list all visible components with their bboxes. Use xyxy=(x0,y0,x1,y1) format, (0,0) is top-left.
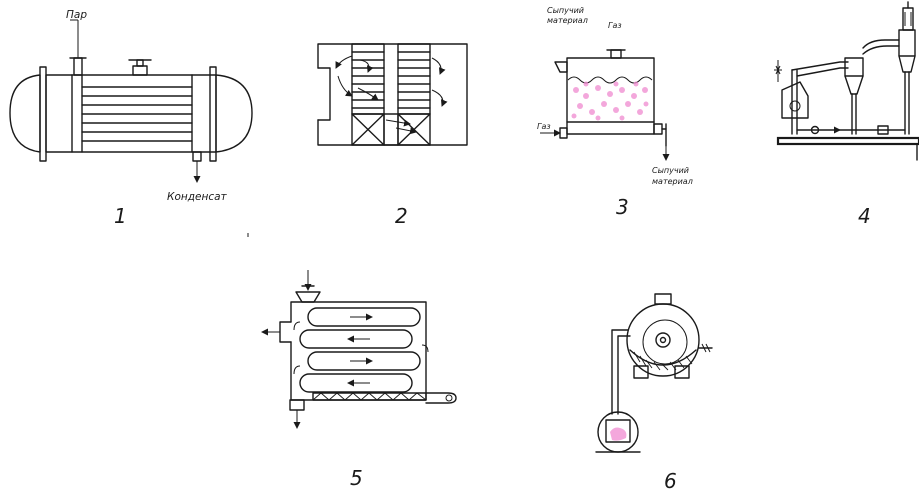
heater-truss xyxy=(312,392,457,404)
dryer-shelf-stack-right xyxy=(397,43,431,115)
heater-nozzles xyxy=(69,57,202,162)
belt-direction-arrows xyxy=(347,313,373,387)
exhaust-stack xyxy=(862,1,916,135)
figure-2-chamber-dryer: 2 xyxy=(317,43,468,228)
figure-4-pneumatic-dryer: 4 xyxy=(774,1,919,228)
return-duct xyxy=(611,329,631,415)
cyclone-separator xyxy=(844,57,864,135)
figure-3-fluidized-bed-dryer: Сыпучий материал Газ Газ Сыпучий материа… xyxy=(537,6,693,219)
figure-1-steam-heater: Пар Конденсат 1 xyxy=(9,9,253,228)
drying-vessel xyxy=(774,60,809,119)
fluidized-particles xyxy=(571,81,649,121)
drum-drive xyxy=(698,343,713,353)
steam-label: Пар xyxy=(66,9,87,21)
figure-number-3: 3 xyxy=(616,195,629,219)
heater-tube-bundle xyxy=(71,74,193,153)
figure-6-drum-dryer: 6 xyxy=(595,293,713,491)
floor-slab xyxy=(776,136,919,146)
steam-inlet-leader xyxy=(70,19,79,58)
feed-hopper xyxy=(295,270,321,303)
heater-shell xyxy=(9,66,253,162)
figure-number-2: 2 xyxy=(395,204,408,228)
transport-line xyxy=(796,125,906,135)
figure-number-6: 6 xyxy=(664,469,677,491)
drum-rotor xyxy=(629,319,697,371)
figure-number-5: 5 xyxy=(350,466,363,490)
dryer-airflow-arrows xyxy=(335,55,448,135)
drum-housing xyxy=(626,293,700,379)
collection-flask xyxy=(595,411,641,453)
figure-5-belt-conveyor-dryer: 5 xyxy=(261,270,457,490)
discharge-chute xyxy=(289,399,305,429)
dryer-shelf-stack-left xyxy=(351,43,385,115)
figure-number-1: 1 xyxy=(114,204,127,228)
gas-left-label: Газ xyxy=(537,122,551,131)
bulk-material-inlet-label-2: материал xyxy=(547,16,588,25)
bulk-material-outlet-label-2: материал xyxy=(652,177,693,186)
condensate-label: Конденсат xyxy=(167,191,228,203)
conveyor-belts xyxy=(293,307,429,393)
bulk-material-inlet-label-1: Сыпучий xyxy=(547,6,584,15)
gas-top-label: Газ xyxy=(608,21,622,30)
feed-column xyxy=(791,61,849,135)
bulk-material-outlet-label-1: Сыпучий xyxy=(652,166,689,175)
dryer-support-frame xyxy=(351,113,431,146)
bed-surface-wave xyxy=(567,76,653,84)
figure-number-4: 4 xyxy=(858,204,871,228)
